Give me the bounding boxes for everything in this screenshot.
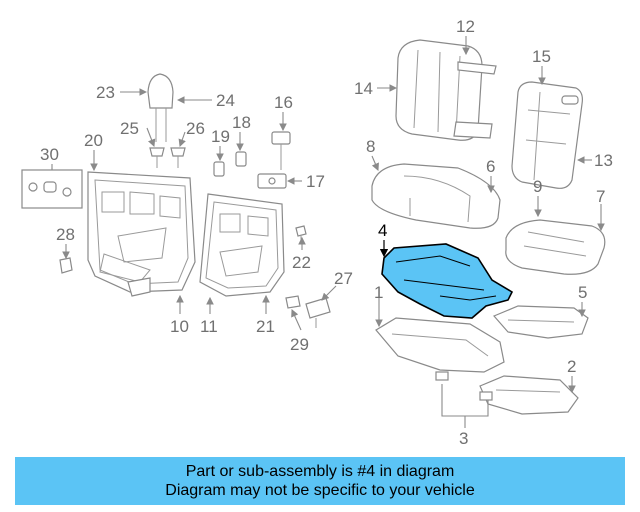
callout-26: 26 — [186, 119, 205, 138]
callout-17: 17 — [306, 172, 325, 191]
callout-5: 5 — [578, 283, 587, 302]
part-3-brackets — [435, 371, 493, 401]
callout-24: 24 — [216, 91, 235, 110]
part-9-seat-cushion-right — [505, 219, 606, 275]
banner-line-2: Diagram may not be specific to your vehi… — [165, 482, 475, 499]
part-11-seatback-frame-right — [199, 193, 285, 297]
callout-12: 12 — [456, 17, 475, 36]
callout-13: 13 — [594, 151, 613, 170]
callout-6: 6 — [486, 157, 495, 176]
info-banner: Part or sub-assembly is #4 in diagram Di… — [15, 457, 625, 505]
banner-line-1: Part or sub-assembly is #4 in diagram — [185, 463, 455, 480]
callout-7: 7 — [596, 187, 605, 206]
part-28-clip — [59, 257, 73, 274]
callout-21: 21 — [256, 317, 275, 336]
part-17-latch — [257, 173, 287, 189]
callout-18: 18 — [232, 113, 251, 132]
callout-30: 30 — [40, 145, 59, 164]
callout-19: 19 — [211, 127, 230, 146]
parts-diagram: 12 15 14 13 8 6 9 7 4 5 1 2 3 23 24 25 2… — [21, 17, 613, 448]
part-12-seatback-pad — [395, 39, 497, 141]
part-8-seat-cushion-pad — [371, 163, 501, 229]
callout-28: 28 — [56, 225, 75, 244]
callout-10: 10 — [170, 317, 189, 336]
callout-4: 4 — [378, 221, 387, 240]
callout-1: 1 — [374, 283, 383, 302]
callout-3: 3 — [459, 429, 468, 448]
callout-14: 14 — [354, 79, 373, 98]
part-18-clip — [235, 151, 247, 167]
callout-20: 20 — [84, 131, 103, 150]
part-29-hinge — [285, 295, 301, 309]
part-27-hinge — [305, 297, 331, 328]
callout-27: 27 — [334, 269, 353, 288]
part-20-seatback-frame-left — [87, 171, 196, 297]
callout-2: 2 — [567, 357, 576, 376]
callout-16: 16 — [274, 93, 293, 112]
part-4-highlighted — [381, 243, 514, 319]
callout-29: 29 — [290, 335, 309, 354]
leader-lines — [51, 36, 605, 428]
callout-15: 15 — [532, 47, 551, 66]
part-23-headrest — [147, 73, 174, 142]
part-5-cushion-frame-right — [492, 305, 589, 339]
part-19-clip — [213, 161, 225, 177]
callout-9: 9 — [533, 177, 542, 196]
callout-8: 8 — [366, 137, 375, 156]
part-16-striker — [271, 131, 291, 170]
callout-11: 11 — [200, 317, 218, 336]
callout-22: 22 — [292, 253, 311, 272]
part-1-cushion-frame — [375, 317, 505, 373]
part-25-guide — [149, 147, 165, 168]
callout-23: 23 — [96, 83, 115, 102]
part-26-guide — [170, 147, 186, 168]
part-30-bracket-kit — [21, 168, 83, 209]
part-15-seatback-pad-right — [511, 81, 583, 189]
callout-25: 25 — [120, 119, 139, 138]
part-22-clip — [295, 225, 307, 244]
callout-labels: 12 15 14 13 8 6 9 7 4 5 1 2 3 23 24 25 2… — [40, 17, 613, 448]
part-2-frame-right — [479, 375, 579, 415]
